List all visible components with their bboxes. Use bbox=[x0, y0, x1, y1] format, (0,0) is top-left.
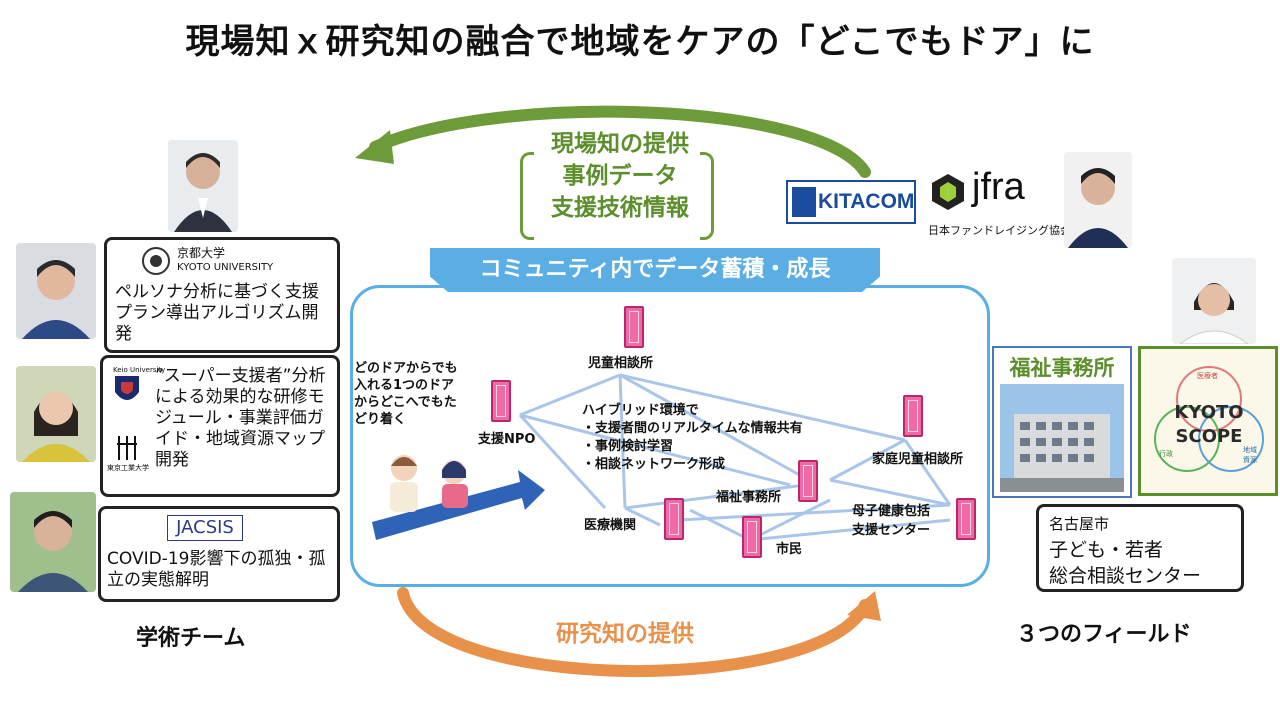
top-arrow-labels: 現場知の提供 事例データ 支援技術情報 bbox=[530, 128, 710, 224]
door-iryo bbox=[664, 498, 684, 540]
jfra-text: jfra bbox=[972, 166, 1025, 208]
kyoto-scope-venn bbox=[1154, 366, 1264, 472]
hybrid-item-3: ・相談ネットワーク形成 bbox=[582, 457, 726, 472]
door-npo bbox=[491, 380, 511, 422]
bottom-flow-arrow bbox=[397, 587, 881, 678]
field-welfare: 福祉事務所 bbox=[992, 346, 1132, 498]
venn-label-3: 地域資源 bbox=[1243, 446, 1257, 464]
page-title: 現場知ｘ研究知の融合で地域をケアの「どこでもドア」に bbox=[185, 22, 1095, 62]
avatar-academic-2 bbox=[16, 366, 96, 462]
kyoto-logo-line2: KYOTO UNIVERSITY bbox=[177, 262, 274, 273]
field-kyoto-scope: 医療者 行政 地域資源 KYOTO SCOPE bbox=[1138, 346, 1278, 496]
people-illustration bbox=[390, 455, 468, 512]
door-fukushi bbox=[798, 460, 818, 502]
hybrid-item-2: ・事例検討学習 bbox=[582, 439, 674, 454]
jacsis-logo: JACSIS bbox=[167, 515, 243, 541]
jfra-hex-icon bbox=[932, 174, 964, 210]
node-katei: 家庭児童相談所 bbox=[872, 452, 964, 467]
keio-emblem-icon bbox=[115, 376, 139, 400]
jacsis-card-text: COVID-19影響下の孤独・孤立の実態解明 bbox=[107, 549, 326, 590]
bottom-arrow-label: 研究知の提供 bbox=[556, 621, 694, 647]
avatar-kyoto-lead bbox=[168, 140, 238, 232]
top-flow-arrow bbox=[355, 105, 871, 178]
academic-card-keio-tokyotech: Keio University 東京工業大学 ”スーパー支援者”分析による効果的… bbox=[100, 355, 340, 497]
venn-label-1: 医療者 bbox=[1197, 372, 1218, 380]
tokyotech-emblem-icon bbox=[117, 436, 137, 460]
door-jido bbox=[624, 306, 644, 348]
hybrid-title: ハイブリッド環境で bbox=[582, 403, 699, 418]
community-banner: コミュニティ内でデータ蓄積・成長 bbox=[430, 248, 880, 292]
door-shimin bbox=[742, 516, 762, 558]
venn-label-2: 行政 bbox=[1159, 450, 1173, 458]
avatar-academic-1 bbox=[16, 243, 96, 339]
nagoya-line-2: 子ども・若者 bbox=[1049, 539, 1164, 561]
kyoto-scope-title: KYOTO SCOPE bbox=[1174, 402, 1244, 447]
academic-card-kyoto: 京都大学 KYOTO UNIVERSITY ペルソナ分析に基づく支援プラン導出ア… bbox=[104, 237, 340, 353]
node-jido: 児童相談所 bbox=[588, 356, 654, 371]
node-iryo: 医療機関 bbox=[584, 518, 637, 533]
node-shimin: 市民 bbox=[776, 542, 803, 557]
keio-card-text: ”スーパー支援者”分析による効果的な研修モジュール・事業評価ガイド・地域資源マッ… bbox=[155, 366, 326, 470]
community-intro: どのドアからでも入れる1つのドアからどこへでもたどり着く bbox=[354, 361, 458, 427]
avatar-academic-3 bbox=[10, 492, 96, 592]
avatar-jfra bbox=[1064, 152, 1132, 248]
welfare-title: 福祉事務所 bbox=[1009, 356, 1115, 380]
keio-logo-text: Keio University bbox=[113, 366, 166, 374]
jfra-subtext: 日本ファンドレイジング協会 bbox=[928, 224, 1071, 237]
kitacom-text: KITACOM bbox=[818, 190, 915, 213]
jfra-logo: jfra 日本ファンドレイジング協会 bbox=[924, 166, 1071, 237]
top-arrow-line-1: 現場知の提供 bbox=[551, 131, 689, 157]
fields-label: ３つのフィールド bbox=[1016, 622, 1192, 647]
door-boshi bbox=[956, 498, 976, 540]
kitacom-logo: KITACOM bbox=[786, 180, 916, 224]
academic-team-label: 学術チーム bbox=[136, 626, 246, 651]
tokyotech-logo-text: 東京工業大学 bbox=[107, 464, 149, 472]
avatar-field bbox=[1172, 258, 1256, 344]
field-nagoya: 名古屋市 子ども・若者 総合相談センター bbox=[1036, 504, 1244, 592]
node-fukushi: 福祉事務所 bbox=[716, 490, 782, 505]
right-bracket bbox=[700, 152, 714, 240]
kyoto-univ-emblem-icon bbox=[142, 247, 170, 275]
node-boshi-1: 母子健康包括 bbox=[852, 504, 931, 519]
nagoya-line-3: 総合相談センター bbox=[1049, 565, 1202, 587]
node-npo: 支援NPO bbox=[478, 432, 536, 447]
left-bracket bbox=[520, 152, 534, 240]
kyoto-logo-line1: 京都大学 bbox=[177, 246, 226, 260]
hybrid-block: ハイブリッド環境で ・支援者間のリアルタイムな情報共有 ・事例検討学習 ・相談ネ… bbox=[582, 402, 803, 474]
welfare-building-image bbox=[1000, 384, 1124, 492]
academic-card-jacsis: JACSIS COVID-19影響下の孤独・孤立の実態解明 bbox=[98, 506, 340, 602]
hybrid-item-1: ・支援者間のリアルタイムな情報共有 bbox=[582, 421, 803, 436]
top-arrow-line-2: 事例データ bbox=[562, 163, 678, 189]
node-boshi-2: 支援センター bbox=[852, 523, 931, 538]
nagoya-line-1: 名古屋市 bbox=[1049, 515, 1110, 533]
kyoto-card-text: ペルソナ分析に基づく支援プラン導出アルゴリズム開発 bbox=[115, 282, 319, 344]
door-katei bbox=[903, 395, 923, 437]
top-arrow-line-3: 支援技術情報 bbox=[551, 195, 689, 221]
